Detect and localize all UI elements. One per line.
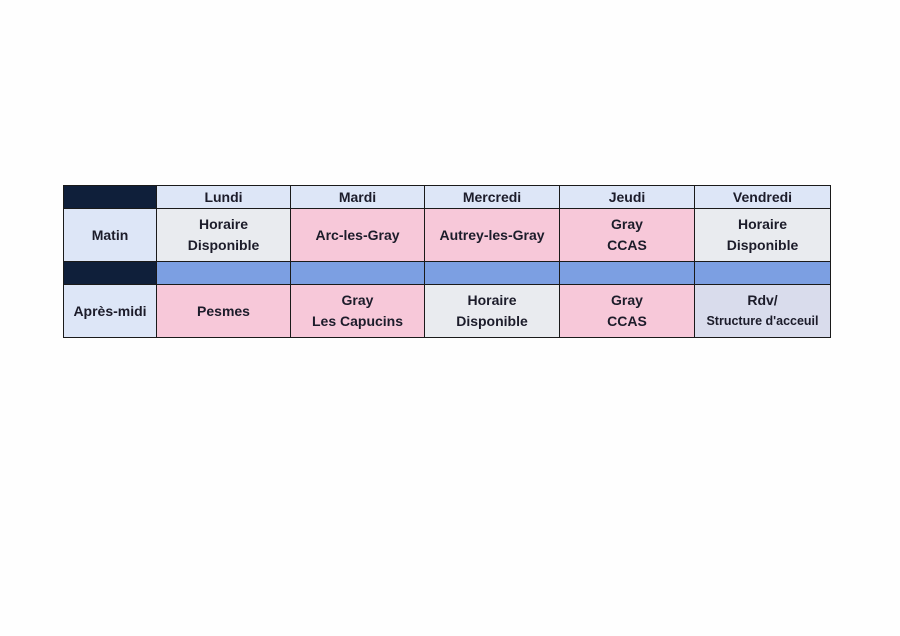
cell-tuesday-afternoon: Gray Les Capucins bbox=[290, 284, 425, 338]
cell-text: Arc-les-Gray bbox=[315, 226, 400, 243]
cell-thursday-afternoon: Gray CCAS bbox=[559, 284, 695, 338]
row-label-morning: Matin bbox=[63, 208, 157, 262]
schedule-table: Lundi Mardi Mercredi Jeudi Vendredi Mati… bbox=[63, 185, 831, 338]
cell-text: Horaire bbox=[467, 292, 517, 308]
day-header-thursday: Jeudi bbox=[559, 185, 695, 209]
spacer-corner-cell bbox=[63, 261, 157, 285]
cell-tuesday-morning: Arc-les-Gray bbox=[290, 208, 425, 262]
cell-wednesday-afternoon: Horaire Disponible bbox=[424, 284, 560, 338]
spacer-cell bbox=[559, 261, 695, 285]
day-header-tuesday: Mardi bbox=[290, 185, 425, 209]
cell-friday-morning: Horaire Disponible bbox=[694, 208, 831, 262]
cell-monday-morning: Horaire Disponible bbox=[156, 208, 291, 262]
cell-thursday-morning: Gray CCAS bbox=[559, 208, 695, 262]
cell-text: Disponible bbox=[726, 237, 799, 253]
afternoon-row: Après-midi Pesmes Gray Les Capucins Hora… bbox=[63, 284, 831, 338]
spacer-cell bbox=[290, 261, 425, 285]
cell-friday-afternoon: Rdv/ Structure d'acceuil bbox=[694, 284, 831, 338]
cell-text: Pesmes bbox=[197, 302, 250, 319]
cell-wednesday-morning: Autrey-les-Gray bbox=[424, 208, 560, 262]
cell-text: CCAS bbox=[607, 237, 647, 253]
cell-text: Gray bbox=[341, 292, 374, 308]
cell-text: CCAS bbox=[607, 313, 647, 329]
cell-text: Gray bbox=[611, 292, 643, 308]
cell-text: Structure d'acceuil bbox=[706, 314, 819, 328]
corner-cell bbox=[63, 185, 157, 209]
day-header-wednesday: Mercredi bbox=[424, 185, 560, 209]
spacer-cell bbox=[156, 261, 291, 285]
row-label-afternoon: Après-midi bbox=[63, 284, 157, 338]
cell-text: Horaire bbox=[198, 216, 249, 232]
morning-row: Matin Horaire Disponible Arc-les-Gray Au… bbox=[63, 208, 831, 262]
day-header-friday: Vendredi bbox=[694, 185, 831, 209]
spacer-cell bbox=[424, 261, 560, 285]
cell-text: Rdv/ bbox=[747, 292, 778, 308]
header-row: Lundi Mardi Mercredi Jeudi Vendredi bbox=[63, 185, 831, 209]
cell-text: Gray bbox=[611, 216, 643, 232]
spacer-row bbox=[63, 261, 831, 285]
cell-text: Horaire bbox=[737, 216, 788, 232]
cell-text: Disponible bbox=[456, 313, 528, 329]
cell-text: Autrey-les-Gray bbox=[439, 226, 545, 243]
cell-monday-afternoon: Pesmes bbox=[156, 284, 291, 338]
cell-text: Les Capucins bbox=[311, 313, 404, 329]
spacer-cell bbox=[694, 261, 831, 285]
day-header-monday: Lundi bbox=[156, 185, 291, 209]
cell-text: Disponible bbox=[187, 237, 260, 253]
